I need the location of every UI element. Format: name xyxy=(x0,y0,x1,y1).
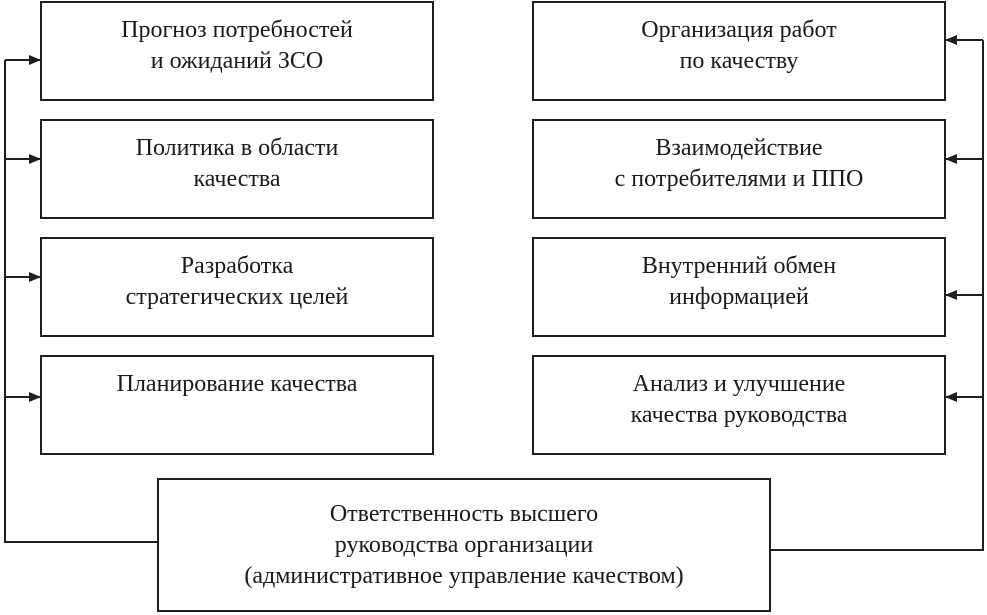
box-management-review-label: Анализ и улучшение качества руководства xyxy=(630,371,848,428)
box-strategic-goals: Разработка стратегических целей xyxy=(40,237,434,337)
box-top-management-responsibility-label: Ответственность высшего руководства орга… xyxy=(244,500,684,589)
box-quality-work-organization: Организация работ по качеству xyxy=(532,1,946,101)
box-customer-interaction-label: Взаимодействие с потребителями и ППО xyxy=(614,135,864,192)
box-management-review: Анализ и улучшение качества руководства xyxy=(532,355,946,455)
box-demand-forecast: Прогноз потребностей и ожиданий ЗСО xyxy=(40,1,434,101)
box-customer-interaction: Взаимодействие с потребителями и ППО xyxy=(532,119,946,219)
box-quality-planning-label: Планирование качества xyxy=(116,371,358,397)
box-internal-communication: Внутренний обмен информацией xyxy=(532,237,946,337)
box-top-management-responsibility: Ответственность высшего руководства орга… xyxy=(157,478,771,612)
box-quality-planning: Планирование качества xyxy=(40,355,434,455)
box-demand-forecast-label: Прогноз потребностей и ожиданий ЗСО xyxy=(121,17,353,74)
left-bus-line xyxy=(4,60,157,543)
box-quality-policy: Политика в области качества xyxy=(40,119,434,219)
box-strategic-goals-label: Разработка стратегических целей xyxy=(125,253,349,310)
box-internal-communication-label: Внутренний обмен информацией xyxy=(641,253,837,310)
box-quality-policy-label: Политика в области качества xyxy=(135,135,339,192)
right-bus-line xyxy=(771,40,984,551)
box-quality-work-organization-label: Организация работ по качеству xyxy=(641,17,837,74)
